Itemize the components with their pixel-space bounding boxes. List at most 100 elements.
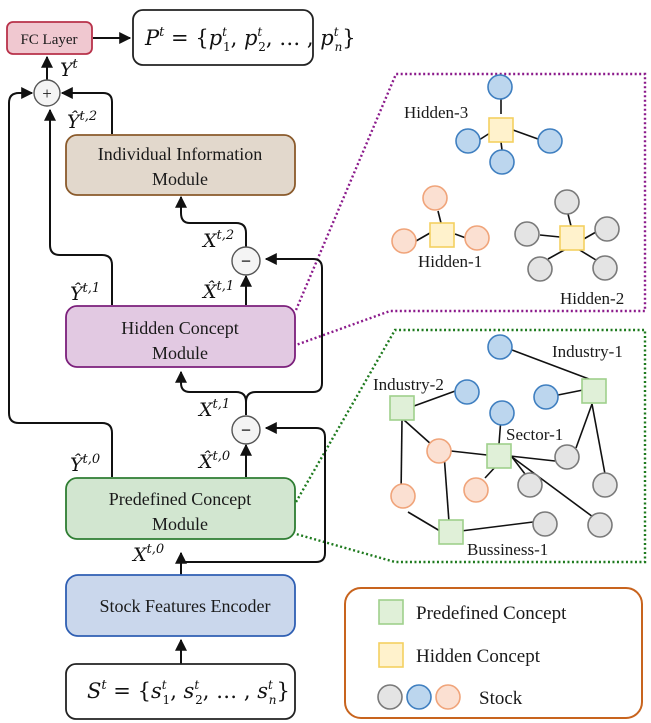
hidden-module-line2: Module: [152, 343, 208, 363]
stock-node-gray: [554, 444, 580, 470]
hidden-graphs: Hidden-3 Hidden-1 Hidden-2: [391, 74, 624, 308]
stock-node-orange: [426, 438, 452, 464]
stock-node-gray: [592, 472, 618, 498]
industry-1-label: Industry-1: [552, 342, 623, 361]
hidden-2-cluster: Hidden-2: [514, 189, 624, 308]
individual-module-line1: Individual Information: [98, 144, 262, 164]
stock-node-blue: [487, 334, 513, 360]
stock-node-blue: [533, 384, 559, 410]
hidden-concept-node: [429, 222, 455, 248]
predefined-concept-node-industry-1: [581, 378, 607, 404]
label-y-hat-t0: Ŷt,0: [70, 452, 100, 476]
hidden-3-label: Hidden-3: [404, 103, 468, 122]
legend: Predefined Concept Hidden Concept Stock: [344, 587, 643, 719]
wire-skip-x0: [181, 422, 326, 563]
hidden-zoom-border: [294, 72, 647, 347]
label-x-t2: Xt,2: [201, 228, 234, 252]
legend-label: Predefined Concept: [416, 603, 567, 624]
fc-layer-label: FC Layer: [20, 32, 77, 48]
stock-node-orange: [390, 483, 416, 509]
blue-circle-icon: [406, 684, 432, 710]
stock-node-gray: [587, 512, 613, 538]
stock-node-orange: [464, 225, 490, 251]
stock-node-blue: [454, 379, 480, 405]
hidden-zoom-panel: [294, 72, 647, 347]
label-x-hat-t0: X̂t,0: [197, 449, 230, 473]
stock-node-gray: [514, 221, 540, 247]
sector-1-label: Sector-1: [506, 425, 563, 444]
individual-information-module: Individual Information Module: [65, 134, 296, 196]
wire-individual-to-plus: [60, 87, 113, 134]
plus-symbol: +: [42, 84, 52, 103]
stock-node-blue: [537, 128, 563, 154]
wire-minus1-to-individual: [175, 195, 247, 247]
stock-node-gray: [592, 255, 618, 281]
predefined-concept-module: Predefined Concept Module: [65, 477, 296, 540]
hidden-concept-node: [559, 225, 585, 251]
stock-node-blue: [487, 74, 513, 100]
wires: [8, 32, 326, 665]
wire-predefined-to-plus: [8, 87, 113, 477]
minus-symbol-upper: −: [241, 251, 251, 271]
stock-node-gray: [594, 216, 620, 242]
legend-item-predefined-concept: Predefined Concept: [378, 599, 567, 625]
stock-node-blue: [489, 400, 515, 426]
hidden-1-label: Hidden-1: [418, 252, 482, 271]
fc-layer-box: FC Layer: [6, 21, 93, 55]
label-x-t0: Xt,0: [131, 542, 164, 566]
minus-node-upper: −: [231, 246, 261, 276]
stock-node-blue: [455, 128, 481, 154]
label-y-hat-t1: Ŷt,1: [70, 281, 100, 305]
predefined-concept-node-industry-2: [389, 395, 415, 421]
industry-2-label: Industry-2: [373, 375, 444, 394]
predefined-zoom-border: [294, 328, 647, 564]
stock-node-gray: [554, 189, 580, 215]
hidden-concept-module: Hidden Concept Module: [65, 305, 296, 368]
encoder-label: Stock Features Encoder: [100, 596, 271, 616]
signal-labels: Yt Ŷt,2 Ŷt,1 Ŷt,0 Xt,2 X̂t,1 Xt,1 X̂t,0 …: [60, 57, 234, 566]
predefined-zoom-panel: [294, 328, 647, 564]
predefined-module-line1: Predefined Concept: [109, 489, 251, 509]
plus-node: +: [33, 79, 61, 107]
stock-node-orange: [391, 228, 417, 254]
business-1-label: Bussiness-1: [467, 540, 548, 559]
stock-features-encoder: Stock Features Encoder: [65, 574, 296, 637]
hidden-concept-node: [488, 117, 514, 143]
legend-item-stock: Stock: [377, 684, 523, 710]
label-y-hat-t2: Ŷt,2: [67, 109, 97, 133]
wire-hidden-to-plus: [44, 108, 113, 305]
green-square-icon: [378, 599, 404, 625]
legend-label: Hidden Concept: [416, 646, 541, 667]
predefined-concept-node-business-1: [438, 519, 464, 545]
hidden-3-cluster: Hidden-3: [404, 74, 563, 175]
individual-module-line2: Module: [152, 169, 208, 189]
legend-item-hidden-concept: Hidden Concept: [378, 642, 541, 668]
hidden-1-cluster: Hidden-1: [391, 185, 490, 271]
stock-node-blue: [489, 149, 515, 175]
stock-node-gray: [517, 472, 543, 498]
label-x-hat-t1: X̂t,1: [201, 279, 234, 303]
label-y-t: Yt: [60, 57, 79, 81]
stock-node-gray: [532, 511, 558, 537]
orange-circle-icon: [435, 684, 461, 710]
legend-label: Stock: [479, 688, 523, 709]
stock-node-orange: [422, 185, 448, 211]
yellow-square-icon: [378, 642, 404, 668]
minus-node-lower: −: [231, 415, 261, 445]
wire-skip-x1: [245, 253, 323, 403]
predefined-module-line2: Module: [152, 514, 208, 534]
hidden-2-label: Hidden-2: [560, 289, 624, 308]
minus-symbol-lower: −: [241, 420, 251, 440]
gray-circle-icon: [377, 684, 403, 710]
wire-minus0-to-hidden: [175, 370, 247, 415]
stock-node-gray: [527, 256, 553, 282]
predefined-graph: Industry-1 Industry-2 Sector-1 Bussiness…: [373, 334, 623, 559]
predefined-concept-node-sector-1: [486, 443, 512, 469]
label-x-t1: Xt,1: [197, 397, 230, 421]
hidden-module-line1: Hidden Concept: [121, 318, 238, 338]
